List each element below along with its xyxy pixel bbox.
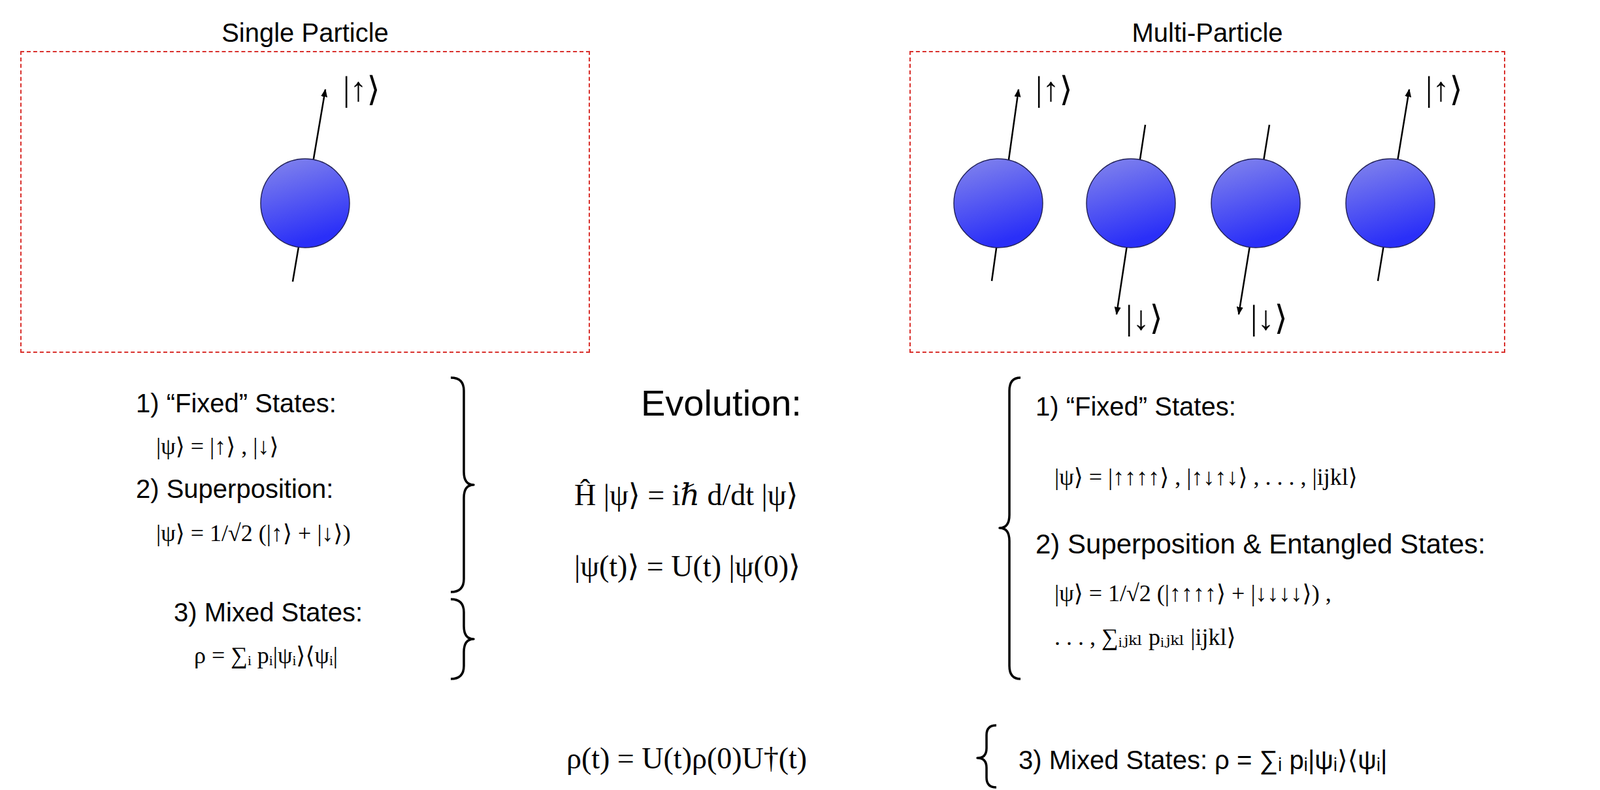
sphere-shape	[260, 158, 351, 249]
list-heading: 2) Superposition & Entangled States:	[1035, 527, 1486, 561]
evolution-equation: ρ(t) = U(t)ρ(0)U†(t)	[566, 740, 807, 777]
sphere-body	[1086, 158, 1176, 248]
particle-sphere: |↑⟩	[260, 158, 351, 249]
sphere-shape	[1085, 158, 1176, 249]
list-heading: 3) Mixed States:	[173, 596, 363, 628]
panel-title: Single Particle	[21, 16, 589, 49]
state-equation: . . . , ∑ᵢⱼₖₗ pᵢⱼₖₗ |ijkl⟩	[1054, 623, 1236, 652]
curly-brace	[999, 377, 1021, 679]
sphere-shape	[953, 158, 1044, 249]
evolution-equation: |ψ(t)⟩ = U(t) |ψ(0)⟩	[574, 548, 801, 585]
particle-sphere: |↓⟩	[1085, 158, 1176, 249]
state-equation: |ψ⟩ = |↑↑↑↑⟩ , |↑↓↑↓⟩ , . . . , |ijkl⟩	[1054, 463, 1358, 492]
curly-brace	[450, 377, 474, 592]
spin-label: |↑⟩	[1035, 69, 1073, 110]
list-heading: 1) “Fixed” States:	[1035, 390, 1237, 423]
section-heading: Evolution:	[640, 380, 802, 425]
sphere-shape	[1210, 158, 1301, 249]
particle-panel: Single Particle|↑⟩	[20, 50, 590, 353]
spin-arrows	[292, 89, 1410, 315]
list-heading: 1) “Fixed” States:	[135, 387, 337, 419]
state-equation: |ψ⟩ = 1/√2 (|↑↑↑↑⟩ + |↓↓↓↓⟩) ,	[1054, 579, 1332, 608]
panel-title: Multi-Particle	[910, 16, 1504, 49]
spin-label: |↑⟩	[342, 69, 381, 110]
spin-label: |↑⟩	[1425, 69, 1463, 110]
particle-panel: Multi-Particle|↑⟩|↓⟩|↓⟩|↑⟩	[909, 50, 1506, 353]
sphere-body	[953, 158, 1043, 248]
state-equation: ρ = ∑ᵢ pᵢ|ψᵢ⟩⟨ψᵢ|	[194, 641, 338, 670]
state-equation: |ψ⟩ = |↑⟩ , |↓⟩	[156, 432, 279, 461]
sphere-body	[1211, 158, 1301, 248]
list-heading: 3) Mixed States: ρ = ∑ᵢ pᵢ|ψᵢ⟩⟨ψᵢ|	[1018, 744, 1388, 776]
list-heading: 2) Superposition:	[135, 473, 334, 505]
spin-label: |↓⟩	[1250, 297, 1288, 339]
evolution-equation: Ĥ |ψ⟩ = iℏ d/dt |ψ⟩	[574, 476, 799, 513]
curly-brace	[450, 599, 474, 679]
curly-brace	[977, 725, 997, 788]
state-equation: |ψ⟩ = 1/√2 (|↑⟩ + |↓⟩)	[156, 519, 351, 548]
spin-label: |↓⟩	[1125, 297, 1163, 339]
sphere-body	[260, 158, 350, 248]
particle-sphere: |↑⟩	[1345, 158, 1436, 249]
braces	[450, 377, 1021, 788]
sphere-body	[1345, 158, 1435, 248]
sphere-shape	[1345, 158, 1436, 249]
particle-sphere: |↑⟩	[953, 158, 1044, 249]
particle-sphere: |↓⟩	[1210, 158, 1301, 249]
